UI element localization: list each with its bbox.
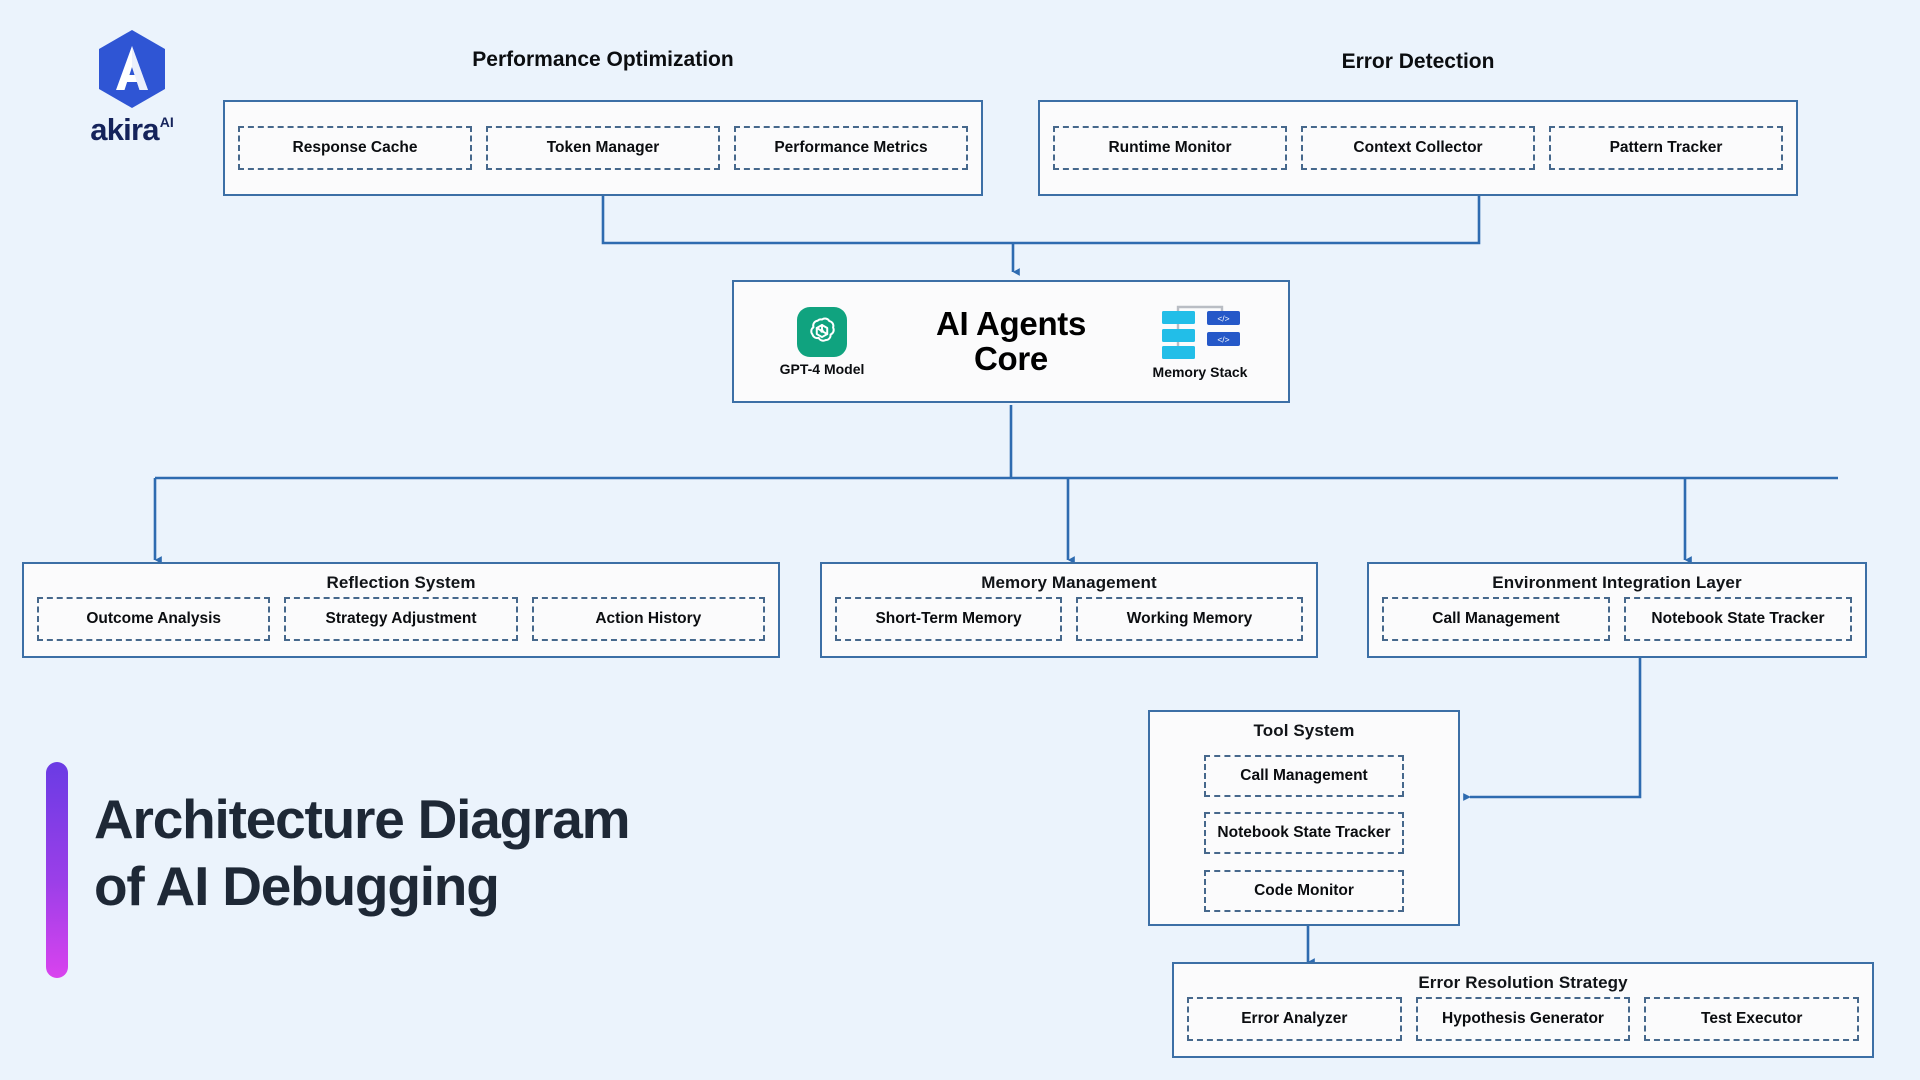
openai-logo-icon bbox=[797, 306, 847, 357]
group-title-error-resolution-strategy: Error Resolution Strategy bbox=[1418, 973, 1628, 992]
wire-env-to-tool bbox=[1463, 658, 1642, 801]
node-env-notebook-state-tracker[interactable]: Notebook State Tracker bbox=[1624, 597, 1852, 641]
node-strategy-adjustment[interactable]: Strategy Adjustment bbox=[284, 597, 518, 641]
node-context-collector[interactable]: Context Collector bbox=[1301, 126, 1535, 170]
group-performance-optimization: Response Cache Token Manager Performance… bbox=[223, 100, 983, 196]
wire-core-to-lower bbox=[153, 405, 1838, 564]
core-gpt4-model: GPT-4 Model bbox=[756, 306, 888, 377]
node-pattern-tracker[interactable]: Pattern Tracker bbox=[1549, 126, 1783, 170]
brand-superscript: AI bbox=[159, 114, 174, 130]
page-title-line-2: of AI Debugging bbox=[94, 855, 500, 918]
group-error-detection: Runtime Monitor Context Collector Patter… bbox=[1038, 100, 1798, 196]
node-token-manager[interactable]: Token Manager bbox=[486, 126, 720, 170]
node-error-analyzer[interactable]: Error Analyzer bbox=[1187, 997, 1402, 1041]
group-title-performance-optimization: Performance Optimization bbox=[472, 48, 734, 71]
node-hypothesis-generator[interactable]: Hypothesis Generator bbox=[1415, 997, 1631, 1041]
ai-agents-core-box: GPT-4 Model AI Agents Core </> </> Memor… bbox=[732, 280, 1290, 403]
node-action-history[interactable]: Action History bbox=[531, 597, 765, 641]
group-error-resolution-strategy: Error Resolution Strategy Error Analyzer… bbox=[1172, 962, 1874, 1058]
group-tool-system: Tool System Call Management Notebook Sta… bbox=[1148, 710, 1460, 926]
akira-hexagon-icon bbox=[99, 30, 165, 108]
group-environment-integration-layer: Environment Integration Layer Call Manag… bbox=[1367, 562, 1867, 658]
group-title-environment-integration-layer: Environment Integration Layer bbox=[1492, 573, 1742, 592]
akira-ai-logo: akira AI bbox=[62, 28, 202, 148]
page-title: Architecture Diagram of AI Debugging bbox=[94, 762, 631, 978]
node-response-cache[interactable]: Response Cache bbox=[238, 126, 472, 170]
node-runtime-monitor[interactable]: Runtime Monitor bbox=[1053, 126, 1287, 170]
accent-gradient-bar bbox=[46, 762, 68, 978]
page-title-block: Architecture Diagram of AI Debugging bbox=[46, 762, 631, 978]
node-short-term-memory[interactable]: Short-Term Memory bbox=[835, 597, 1062, 641]
group-reflection-system: Reflection System Outcome Analysis Strat… bbox=[22, 562, 780, 658]
node-outcome-analysis[interactable]: Outcome Analysis bbox=[37, 597, 271, 641]
node-performance-metrics[interactable]: Performance Metrics bbox=[734, 126, 968, 170]
core-title-line-1: AI Agents bbox=[935, 304, 1087, 342]
group-title-memory-management: Memory Management bbox=[981, 573, 1157, 592]
group-title-error-detection: Error Detection bbox=[1341, 50, 1495, 73]
node-tool-call-management[interactable]: Call Management bbox=[1204, 755, 1404, 798]
core-title-line-2: Core bbox=[974, 339, 1048, 377]
group-title-reflection-system: Reflection System bbox=[326, 573, 476, 592]
svg-text:</>: </> bbox=[1217, 313, 1229, 323]
node-working-memory[interactable]: Working Memory bbox=[1076, 597, 1303, 641]
group-memory-management: Memory Management Short-Term Memory Work… bbox=[820, 562, 1318, 658]
svg-text:</>: </> bbox=[1217, 334, 1229, 344]
core-memory-stack-label: Memory Stack bbox=[1152, 363, 1248, 380]
node-tool-code-monitor[interactable]: Code Monitor bbox=[1204, 869, 1404, 912]
core-title: AI Agents Core bbox=[935, 304, 1087, 377]
memory-stack-icon: </> </> bbox=[1162, 305, 1240, 359]
wire-top-to-core bbox=[601, 196, 1481, 276]
core-gpt4-model-label: GPT-4 Model bbox=[779, 360, 865, 377]
group-title-tool-system: Tool System bbox=[1253, 721, 1355, 740]
brand-wordmark: akira bbox=[90, 112, 159, 147]
page-title-line-1: Architecture Diagram bbox=[94, 788, 631, 850]
node-test-executor[interactable]: Test Executor bbox=[1644, 997, 1860, 1041]
node-env-call-management[interactable]: Call Management bbox=[1382, 597, 1610, 641]
core-memory-stack: </> </> Memory Stack bbox=[1134, 304, 1266, 380]
node-tool-notebook-state-tracker[interactable]: Notebook State Tracker bbox=[1204, 812, 1404, 855]
